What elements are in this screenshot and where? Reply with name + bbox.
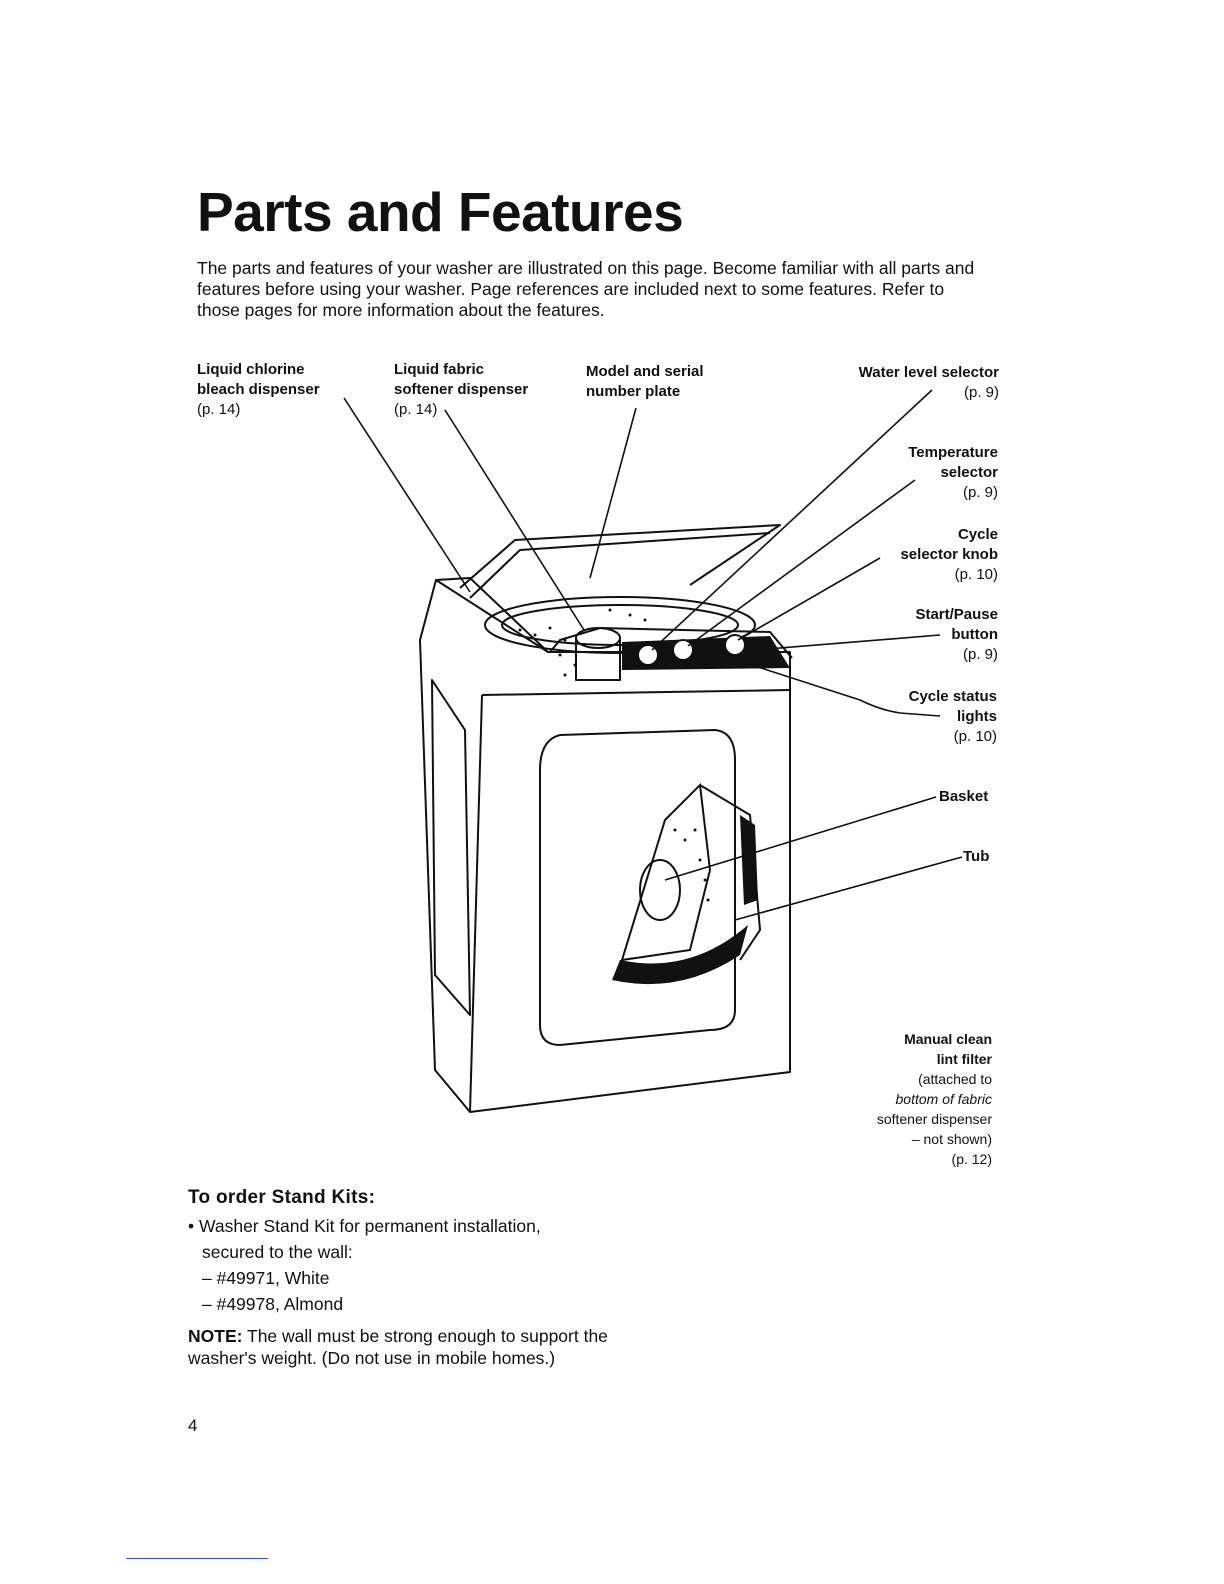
callout-softener-dispenser: Liquid fabric softener dispenser (p. 14) [394,360,528,420]
tub-dots [518,608,647,677]
callout-lint-filter: Manual clean lint filter (attached to bo… [877,1029,992,1169]
stand-kit-option-white: – #49971, White [202,1268,330,1288]
washer-body [419,524,793,1113]
callout-bleach-ref: (p. 14) [197,401,241,418]
callout-status-lights-line2: lights [957,708,997,725]
note-label: NOTE: [188,1326,243,1346]
callout-status-lights-ref: (p. 10) [953,728,997,745]
callout-water-level-line1: Water level selector [858,364,999,381]
callout-lint-line2: lint filter [936,1051,992,1067]
callout-temperature-line2: selector [940,464,998,481]
note-text: The wall must be strong enough to suppor… [188,1326,608,1368]
intro-paragraph: The parts and features of your washer ar… [197,258,975,320]
stand-kit-option-almond: – #49978, Almond [202,1294,344,1314]
callout-water-level-ref: (p. 9) [963,384,999,401]
cutaway [612,782,762,985]
control-console [622,636,790,670]
callout-model-line2: number plate [586,383,681,400]
callout-tub: Tub [963,847,989,867]
callout-lint-ref: (p. 12) [951,1151,992,1167]
callout-bleach-line2: bleach dispenser [197,381,320,398]
callout-temperature-line1: Temperature [908,444,998,461]
callout-softener-line2: softener dispenser [394,381,529,398]
footer-rule [126,1558,268,1559]
callout-cycle-knob-line2: selector knob [900,546,998,563]
callout-lint-line1: Manual clean [904,1031,992,1047]
leader-lines [343,389,963,921]
callout-status-lights-line1: Cycle status [908,688,997,705]
callout-cycle-knob: Cycle selector knob (p. 10) [900,525,998,585]
callout-softener-line1: Liquid fabric [394,361,484,378]
callout-model-line1: Model and serial [586,363,704,380]
stand-kits-heading: To order Stand Kits: [188,1187,376,1208]
callout-water-level: Water level selector (p. 9) [859,363,999,403]
page-number: 4 [188,1416,198,1435]
callout-basket: Basket [939,787,988,807]
callout-bleach-dispenser: Liquid chlorine bleach dispenser (p. 14) [197,360,320,420]
callout-model-plate: Model and serial number plate [586,362,704,402]
stand-kits-note: NOTE: The wall must be strong enough to … [188,1325,648,1369]
callout-lint-line5: softener dispenser [876,1111,992,1127]
callout-cycle-knob-line1: Cycle [957,526,998,543]
stand-kits-list: • Washer Stand Kit for permanent install… [188,1213,648,1317]
callout-softener-ref: (p. 14) [394,401,438,418]
callout-lint-line4: bottom of fabric [895,1091,993,1107]
stand-kit-item-cont: secured to the wall: [202,1242,353,1262]
callout-bleach-line1: Liquid chlorine [197,361,305,378]
callout-start-pause: Start/Pause button (p. 9) [915,605,998,665]
callout-start-pause-line1: Start/Pause [915,606,998,623]
callout-status-lights: Cycle status lights (p. 10) [909,687,997,747]
callout-lint-line6: – not shown) [911,1131,992,1147]
callout-tub-line1: Tub [963,848,990,865]
stand-kit-item: • Washer Stand Kit for permanent install… [188,1216,541,1236]
callout-lint-line3: (attached to [918,1071,992,1087]
callout-temperature: Temperature selector (p. 9) [908,443,998,503]
callout-start-pause-ref: (p. 9) [962,646,998,663]
callout-temperature-ref: (p. 9) [962,484,998,501]
page-title: Parts and Features [197,181,684,243]
callout-basket-line1: Basket [939,788,989,805]
callout-cycle-knob-ref: (p. 10) [954,566,998,583]
callout-start-pause-line2: button [951,626,998,643]
